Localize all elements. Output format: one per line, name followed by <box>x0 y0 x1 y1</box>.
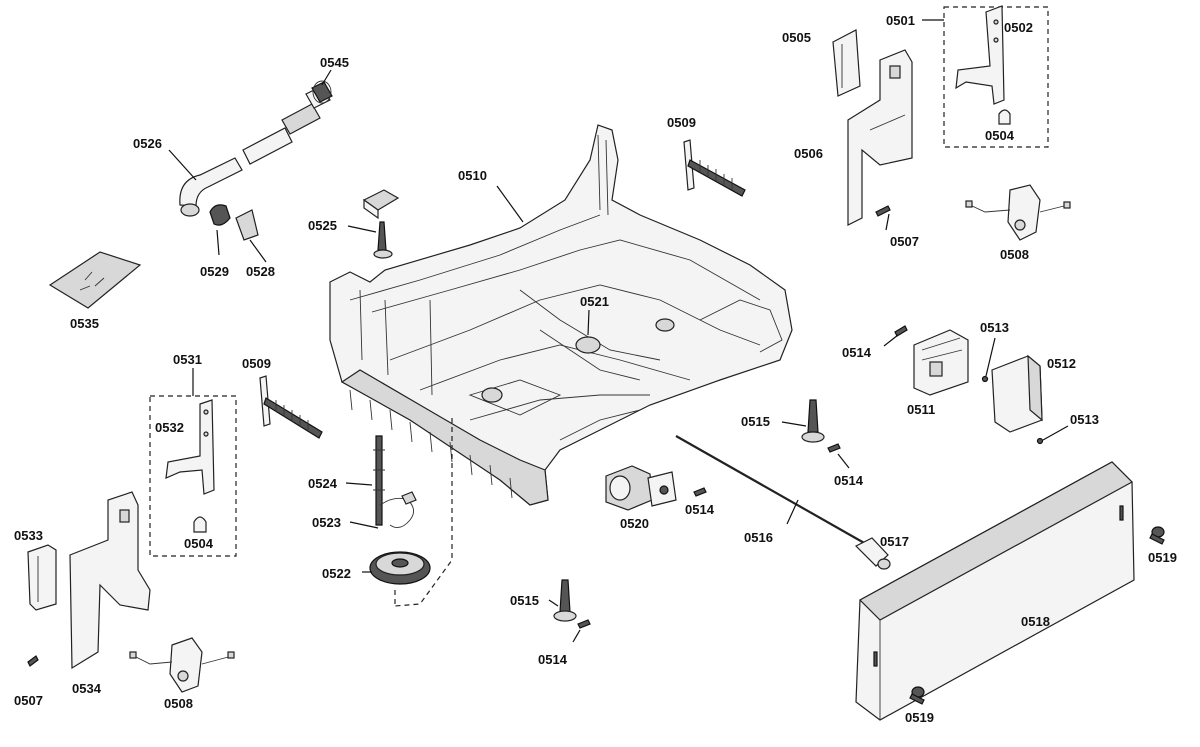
screw-0514-c <box>827 443 841 453</box>
label-0525: 0525 <box>308 218 337 233</box>
label-0532: 0532 <box>155 420 184 435</box>
label-0514-a: 0514 <box>842 345 872 360</box>
label-0520: 0520 <box>620 516 649 531</box>
label-0506: 0506 <box>794 146 823 161</box>
label-0509-lower: 0509 <box>242 356 271 371</box>
label-0528: 0528 <box>246 264 275 279</box>
valve-0520 <box>605 465 677 511</box>
screw-0515-upper <box>801 399 825 443</box>
label-0517: 0517 <box>880 534 909 549</box>
hardware-bag-0535 <box>48 251 142 309</box>
screw-0507-lower <box>27 655 39 667</box>
panel-0518 <box>855 461 1135 721</box>
clip-0528 <box>235 209 259 241</box>
label-0535: 0535 <box>70 316 99 331</box>
label-0526: 0526 <box>133 136 162 151</box>
label-0518: 0518 <box>1021 614 1050 629</box>
bracket-0506 <box>847 49 913 226</box>
label-0501: 0501 <box>886 13 915 28</box>
label-0522: 0522 <box>322 566 351 581</box>
label-0531: 0531 <box>173 352 202 367</box>
screw-0507-upper <box>875 205 891 217</box>
label-0510: 0510 <box>458 168 487 183</box>
bracket-0532 <box>165 399 215 495</box>
label-0523: 0523 <box>312 515 341 530</box>
label-0521: 0521 <box>580 294 609 309</box>
sensor-0508-upper <box>965 184 1071 241</box>
label-0515-lower: 0515 <box>510 593 539 608</box>
label-0502: 0502 <box>1004 20 1033 35</box>
label-0516: 0516 <box>744 530 773 545</box>
screw-0514-a <box>894 325 908 337</box>
label-0504-lower: 0504 <box>184 536 214 551</box>
label-0519-bottom: 0519 <box>905 710 934 725</box>
impeller-0522 <box>369 551 431 585</box>
screw-0514-b <box>693 487 707 497</box>
screw-0515-lower <box>553 579 577 622</box>
base-assembly-0510 <box>329 124 793 506</box>
wire-0523 <box>379 491 417 529</box>
label-0534: 0534 <box>72 681 102 696</box>
label-0533: 0533 <box>14 528 43 543</box>
cover-0505 <box>832 29 861 97</box>
label-0507-lower: 0507 <box>14 693 43 708</box>
label-0507-upper: 0507 <box>890 234 919 249</box>
screw-0514-d <box>577 619 591 629</box>
sensor-0508-lower <box>129 637 235 693</box>
cover-0512 <box>991 354 1043 433</box>
drain-hose-0526 <box>179 85 331 217</box>
label-0504-upper: 0504 <box>985 128 1015 143</box>
label-0529: 0529 <box>200 264 229 279</box>
label-0514-d: 0514 <box>538 652 568 667</box>
label-0509-upper: 0509 <box>667 115 696 130</box>
label-0508-upper: 0508 <box>1000 247 1029 262</box>
label-0514-b: 0514 <box>685 502 715 517</box>
hose-clamp-0545 <box>311 80 333 104</box>
cover-0533 <box>27 544 57 611</box>
knob-0517 <box>854 537 891 570</box>
shaft-0524 <box>373 435 385 526</box>
bracket-0502 <box>955 5 1005 105</box>
label-0519-right: 0519 <box>1148 550 1177 565</box>
label-0511: 0511 <box>907 402 935 417</box>
rod-0516 <box>675 435 867 545</box>
spring-0509-lower <box>259 375 323 439</box>
label-0505: 0505 <box>782 30 811 45</box>
label-0512: 0512 <box>1047 356 1076 371</box>
screw-block-0525 <box>362 189 400 259</box>
spring-0509-upper <box>683 139 746 197</box>
screw-0519-right <box>1149 526 1165 545</box>
clamp-0529 <box>209 204 231 226</box>
clip-0504-lower <box>193 516 207 533</box>
label-0524: 0524 <box>308 476 338 491</box>
label-0513-a: 0513 <box>980 320 1009 335</box>
bracket-0534 <box>69 491 151 670</box>
label-0515-upper: 0515 <box>741 414 770 429</box>
housing-0511 <box>913 329 969 396</box>
label-0513-b: 0513 <box>1070 412 1099 427</box>
label-0508-lower: 0508 <box>164 696 193 711</box>
label-0545: 0545 <box>320 55 349 70</box>
label-0514-c: 0514 <box>834 473 864 488</box>
clip-0504-upper <box>998 109 1011 125</box>
screw-0519-bottom <box>909 686 925 705</box>
